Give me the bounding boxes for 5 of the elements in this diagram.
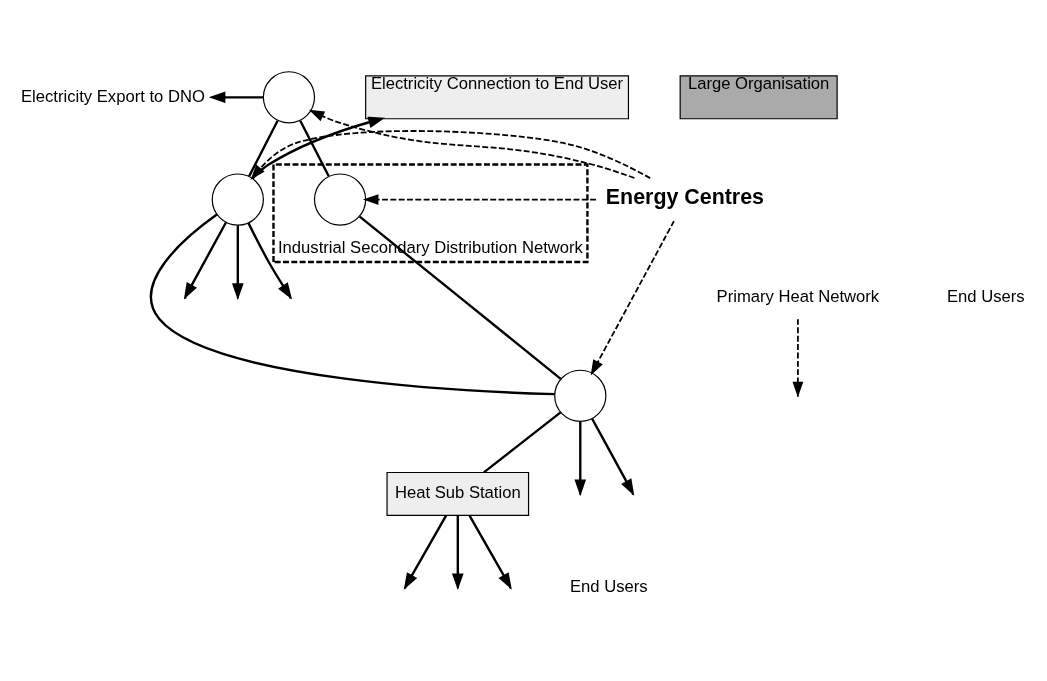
label: End Users bbox=[570, 577, 648, 597]
node-text: Electricity Export to DNO bbox=[21, 86, 205, 106]
node-text: Energy Centres bbox=[605, 184, 764, 209]
label: End Users bbox=[946, 287, 1025, 307]
node-text: Primary Heat Network bbox=[716, 287, 880, 307]
